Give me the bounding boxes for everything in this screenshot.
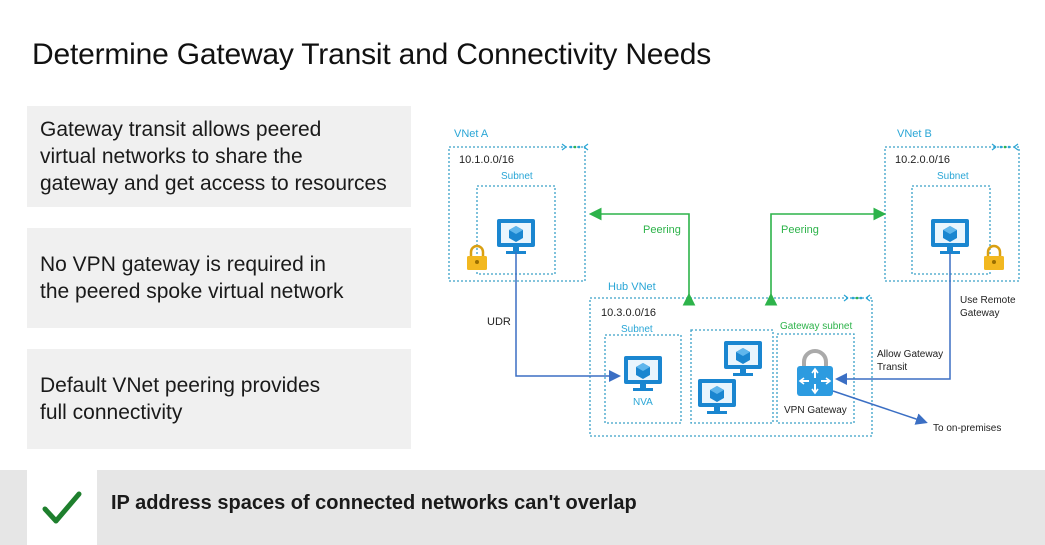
peering-right-label: Peering bbox=[781, 224, 819, 236]
page-title: Determine Gateway Transit and Connectivi… bbox=[32, 38, 712, 71]
vnet-b: VNet B 10.2.0.0/16 Subnet bbox=[884, 128, 1020, 282]
udr-label: UDR bbox=[487, 316, 511, 328]
nva-label: NVA bbox=[633, 397, 653, 408]
network-diagram: VNet A 10.1.0.0/16 Subnet VNet B 10.2.0.… bbox=[448, 128, 1020, 437]
vm-icon bbox=[497, 219, 535, 254]
hub-subnet bbox=[604, 334, 682, 424]
vnet-b-label: VNet B bbox=[897, 128, 932, 140]
info-card-no-vpn-gateway: No VPN gateway is required in the peered… bbox=[27, 228, 411, 328]
footer-bar bbox=[0, 470, 1045, 545]
remote-gateway-route bbox=[835, 252, 951, 385]
vnet-a-boundary bbox=[448, 146, 586, 282]
hub-vnet-label: Hub VNet bbox=[608, 281, 656, 293]
footer-text: IP address spaces of connected networks … bbox=[111, 492, 637, 514]
on-premises-route bbox=[832, 390, 928, 425]
hub-vnet-boundary bbox=[589, 297, 873, 437]
hub-vnet: Hub VNet 10.3.0.0/16 Subnet NVA Gateway … bbox=[589, 281, 873, 437]
vm-icon bbox=[724, 341, 762, 376]
vm-icon bbox=[698, 379, 736, 414]
peering-icon bbox=[843, 294, 871, 302]
allow-gateway-transit-label-2: Transit bbox=[877, 362, 907, 373]
hub-vnet-address: 10.3.0.0/16 bbox=[601, 307, 656, 319]
vpn-gateway-label: VPN Gateway bbox=[784, 405, 847, 416]
vnet-a-label: VNet A bbox=[454, 128, 489, 140]
info-card-gateway-transit: Gateway transit allows peered virtual ne… bbox=[27, 106, 411, 207]
check-container bbox=[27, 470, 97, 545]
vnet-b-subnet-label: Subnet bbox=[937, 171, 969, 182]
vnet-a-address: 10.1.0.0/16 bbox=[459, 154, 514, 166]
card-text: Gateway transit allows peered virtual ne… bbox=[40, 118, 387, 195]
hub-workload-subnet bbox=[690, 329, 774, 424]
vpn-gateway-icon bbox=[797, 349, 833, 396]
peering-icon bbox=[991, 143, 1019, 151]
check-icon bbox=[42, 491, 82, 523]
use-remote-gateway-label-2: Gateway bbox=[960, 308, 999, 319]
vnet-b-subnet bbox=[911, 185, 991, 275]
peering-left-label: Peering bbox=[643, 224, 681, 236]
vnet-a-subnet-label: Subnet bbox=[501, 171, 533, 182]
peering-right-connector bbox=[764, 207, 887, 306]
lock-icon bbox=[982, 244, 1006, 272]
vnet-a: VNet A 10.1.0.0/16 Subnet bbox=[448, 128, 589, 282]
nva-vm-icon bbox=[624, 356, 662, 391]
vm-icon bbox=[931, 219, 969, 254]
vnet-b-address: 10.2.0.0/16 bbox=[895, 154, 950, 166]
on-premises-label: To on-premises bbox=[933, 423, 1001, 434]
card-text: Default VNet peering provides full conne… bbox=[40, 374, 321, 424]
card-text: No VPN gateway is required in the peered… bbox=[40, 253, 344, 303]
gateway-subnet-label: Gateway subnet bbox=[780, 321, 852, 332]
info-card-default-peering: Default VNet peering provides full conne… bbox=[27, 349, 411, 449]
use-remote-gateway-label-1: Use Remote bbox=[960, 295, 1016, 306]
peering-left-connector bbox=[588, 207, 696, 306]
hub-subnet-label: Subnet bbox=[621, 324, 653, 335]
allow-gateway-transit-label-1: Allow Gateway bbox=[877, 349, 943, 360]
udr-route bbox=[515, 252, 621, 382]
peering-icon bbox=[561, 143, 589, 151]
